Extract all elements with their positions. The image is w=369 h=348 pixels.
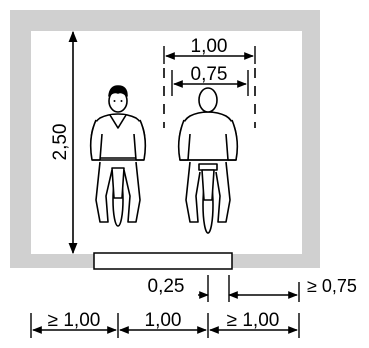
bottom-dim-center: 1,00 [145,310,182,331]
bottom-dimensions: ≥ 1,00 1,00 ≥ 1,00 [30,310,300,338]
width-dimension-inner: 0,75 [171,64,249,96]
height-dimension: 2,50 [50,30,78,255]
bottom-dim-right: ≥ 1,00 [227,310,280,331]
height-label: 2,50 [50,124,71,161]
side-clearance-dimension: ≥ 0,75 [231,276,357,302]
base-footing [93,252,233,270]
bottom-dim-left: ≥ 1,00 [48,310,101,331]
tunnel-interior [31,31,302,254]
cyclist-left [89,85,147,227]
cyclist-right [177,87,239,234]
width-inner-label: 0,75 [191,64,228,85]
width-outer-label: 1,00 [191,36,228,57]
offset-dimension: 0,25 [148,275,239,302]
clearance-guides [163,68,256,128]
offset-label: 0,25 [148,276,185,297]
width-dimension-outer: 1,00 [163,36,256,64]
min-side-label: ≥ 0,75 [307,276,357,296]
